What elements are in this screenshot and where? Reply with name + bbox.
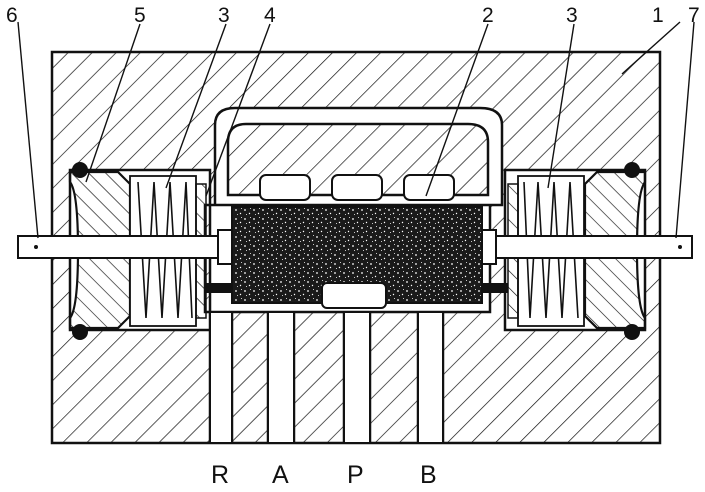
callout-1: 1 (652, 4, 664, 27)
callout-7: 7 (688, 4, 700, 27)
callout-5: 5 (134, 4, 146, 27)
valve-body (50, 50, 662, 445)
callout-3-left: 3 (218, 4, 230, 27)
callout-2: 2 (482, 4, 494, 27)
callout-4: 4 (264, 4, 276, 27)
callout-3-right: 3 (566, 4, 578, 27)
callout-6: 6 (6, 4, 18, 27)
leader-lines (17, 21, 695, 239)
port-passages (209, 311, 444, 444)
spool (206, 206, 508, 309)
right-push-rod (481, 229, 693, 265)
port-label-a: A (272, 461, 289, 489)
port-label-p: P (347, 461, 364, 489)
port-label-b: B (420, 461, 437, 489)
port-label-r: R (211, 461, 229, 489)
left-push-rod (17, 229, 233, 265)
